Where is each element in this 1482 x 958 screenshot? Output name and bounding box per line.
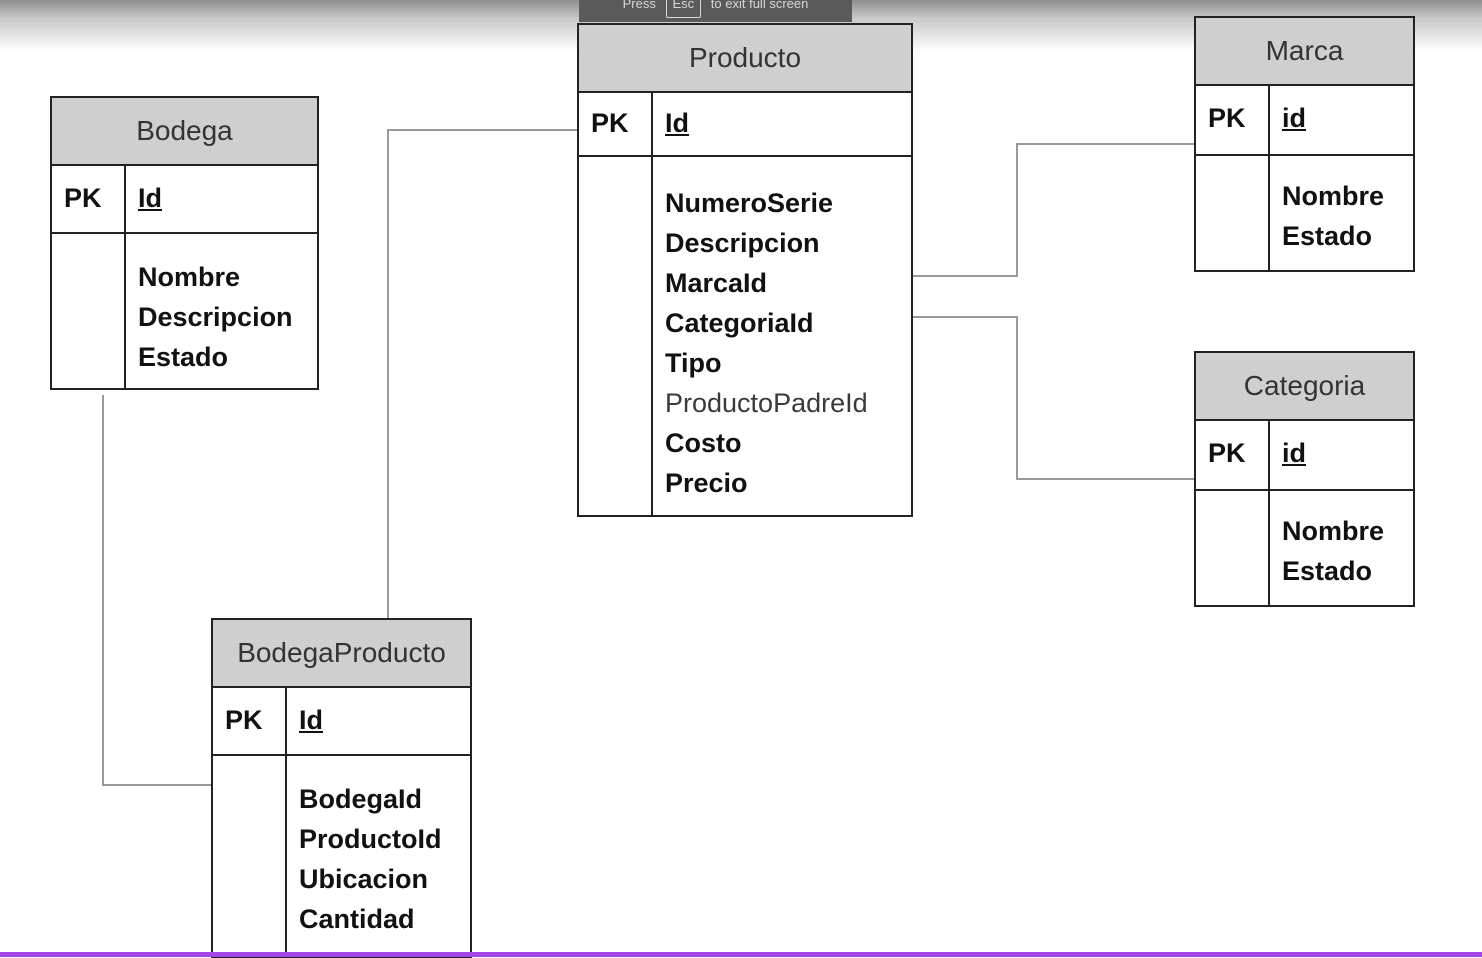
- attribute: Ubicacion: [299, 864, 429, 894]
- entity-marca-key: id: [1282, 103, 1306, 133]
- entity-marca-pk-label: PK: [1196, 86, 1270, 154]
- entity-producto-pk-row: PK Id: [579, 93, 911, 157]
- entity-marca-pk-row: PK id: [1196, 86, 1413, 156]
- attribute: CategoriaId: [665, 308, 814, 338]
- bottom-accent-bar: [0, 952, 1482, 957]
- attribute: Nombre: [1282, 516, 1385, 546]
- entity-categoria-pk-row: PK id: [1196, 421, 1413, 491]
- connector-producto-categoria: [913, 316, 1195, 480]
- entity-bodegaproducto-attributes: BodegaId ProductoId Ubicacion Cantidad: [287, 756, 442, 956]
- entity-bodegaproducto-title: BodegaProducto: [213, 620, 470, 688]
- attribute: Estado: [1282, 556, 1373, 586]
- connector-bodega-bodegaproducto: [102, 395, 212, 786]
- attribute: Nombre: [1282, 181, 1385, 211]
- entity-categoria-attr-row: Nombre Estado: [1196, 491, 1413, 605]
- attribute: Descripcion: [665, 228, 820, 258]
- attribute: MarcaId: [665, 268, 768, 298]
- attribute: ProductoId: [299, 824, 442, 854]
- attribute: ProductoPadreId: [665, 388, 868, 418]
- banner-press-text: Press: [622, 0, 656, 11]
- entity-categoria-key: id: [1282, 438, 1306, 468]
- entity-marca: Marca PK id Nombre Estado: [1194, 16, 1415, 272]
- entity-producto-key: Id: [665, 108, 689, 138]
- entity-marca-title: Marca: [1196, 18, 1413, 86]
- entity-categoria-pk-label: PK: [1196, 421, 1270, 489]
- attribute: Descripcion: [138, 302, 293, 332]
- entity-bodegaproducto-key: Id: [299, 705, 323, 735]
- entity-bodegaproducto-attr-row: BodegaId ProductoId Ubicacion Cantidad: [213, 756, 470, 956]
- attribute: Tipo: [665, 348, 722, 378]
- entity-categoria-attributes: Nombre Estado: [1270, 491, 1384, 605]
- entity-bodega: Bodega PK Id Nombre Descripcion Estado: [50, 96, 319, 390]
- fullscreen-banner: Press Esc to exit full screen: [579, 0, 852, 22]
- entity-bodegaproducto: BodegaProducto PK Id BodegaId ProductoId…: [211, 618, 472, 958]
- entity-bodegaproducto-pk-row: PK Id: [213, 688, 470, 756]
- entity-producto-title: Producto: [579, 25, 911, 93]
- entity-marca-attr-spacer: [1196, 156, 1270, 270]
- entity-producto: Producto PK Id NumeroSerie Descripcion M…: [577, 23, 913, 517]
- entity-bodega-title: Bodega: [52, 98, 317, 166]
- entity-categoria-attr-spacer: [1196, 491, 1270, 605]
- entity-producto-pk-label: PK: [579, 93, 653, 155]
- entity-bodegaproducto-pk-label: PK: [213, 688, 287, 754]
- entity-producto-attr-spacer: [579, 157, 653, 515]
- attribute: BodegaId: [299, 784, 423, 814]
- entity-bodega-attr-row: Nombre Descripcion Estado: [52, 234, 317, 388]
- attribute: NumeroSerie: [665, 188, 834, 218]
- attribute: Cantidad: [299, 904, 415, 934]
- attribute: Estado: [138, 342, 229, 372]
- entity-bodega-attributes: Nombre Descripcion Estado: [126, 234, 293, 388]
- attribute: Nombre: [138, 262, 241, 292]
- entity-marca-attributes: Nombre Estado: [1270, 156, 1384, 270]
- banner-esc-key: Esc: [665, 0, 702, 18]
- entity-categoria-title: Categoria: [1196, 353, 1413, 421]
- entity-bodega-pk-label: PK: [52, 166, 126, 232]
- entity-bodega-attr-spacer: [52, 234, 126, 388]
- attribute: Estado: [1282, 221, 1373, 251]
- entity-producto-attributes: NumeroSerie Descripcion MarcaId Categori…: [653, 157, 868, 515]
- entity-bodega-key: Id: [138, 183, 162, 213]
- connector-producto-marca: [913, 143, 1195, 277]
- banner-rest-text: to exit full screen: [710, 0, 809, 11]
- entity-bodega-pk-row: PK Id: [52, 166, 317, 234]
- entity-categoria: Categoria PK id Nombre Estado: [1194, 351, 1415, 607]
- entity-bodegaproducto-attr-spacer: [213, 756, 287, 956]
- connector-producto-bodegaproducto: [387, 129, 578, 618]
- entity-producto-attr-row: NumeroSerie Descripcion MarcaId Categori…: [579, 157, 911, 515]
- attribute: Costo: [665, 428, 742, 458]
- attribute: Precio: [665, 468, 748, 498]
- entity-marca-attr-row: Nombre Estado: [1196, 156, 1413, 270]
